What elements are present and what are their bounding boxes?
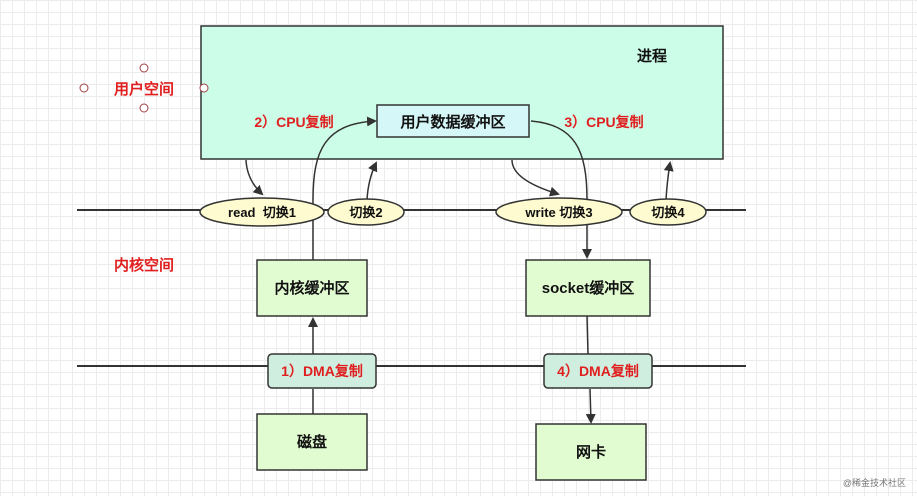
switch-write-label: write 切换3 xyxy=(524,205,592,220)
arrow-user-buffer-to-socket-buffer xyxy=(530,120,592,259)
selection-handle-top xyxy=(139,63,149,73)
arrow-process-to-write xyxy=(511,159,560,197)
nic-box xyxy=(535,423,647,481)
connector-socket-buffer-to-dma4 xyxy=(586,315,589,355)
watermark: @稀金技术社区 xyxy=(843,477,906,488)
process-box xyxy=(200,25,724,160)
nic-label: 网卡 xyxy=(576,443,606,461)
user-space-label[interactable]: 用户空间 xyxy=(114,80,174,98)
switch-write-ellipse xyxy=(495,197,623,227)
disk-box xyxy=(256,413,368,471)
dma-copy-4-box xyxy=(543,353,653,389)
cpu-copy-2-label: 2）CPU复制 xyxy=(254,114,333,130)
socket-buffer-box xyxy=(525,259,651,317)
process-title: 进程 xyxy=(637,48,667,65)
switch-4-label: 切换4 xyxy=(651,205,685,220)
disk-label: 磁盘 xyxy=(297,433,327,451)
selection-handle-bottom xyxy=(139,103,149,113)
user-buffer-box xyxy=(376,104,530,138)
dma-copy-4-label: 4）DMA复制 xyxy=(557,363,639,379)
switch-2-label: 切换2 xyxy=(349,205,382,220)
switch-4-ellipse xyxy=(629,198,707,226)
kernel-buffer-box xyxy=(256,259,368,317)
switch-read-ellipse xyxy=(199,197,325,227)
selection-handle-left xyxy=(79,83,89,93)
kernel-buffer-label: 内核缓冲区 xyxy=(274,279,349,297)
arrow-process-to-read xyxy=(245,159,264,196)
arrow-switch2-to-process xyxy=(366,161,378,201)
arrow-switch4-to-process xyxy=(663,161,674,201)
cpu-copy-3-label: 3）CPU复制 xyxy=(564,114,643,130)
arrow-dma4-to-nic xyxy=(585,388,596,424)
arrow-kernel-buffer-to-user-buffer xyxy=(312,116,377,260)
selection-handle-right xyxy=(199,83,209,93)
switch-2-ellipse xyxy=(327,198,405,226)
socket-buffer-label: socket缓冲区 xyxy=(542,279,635,297)
switch-read-label: read 切换1 xyxy=(228,205,296,220)
dma-copy-1-label: 1）DMA复制 xyxy=(281,363,363,379)
dma-copy-1-box xyxy=(267,353,377,389)
user-buffer-label: 用户数据缓冲区 xyxy=(400,113,505,131)
kernel-space-label: 内核空间 xyxy=(114,256,174,274)
